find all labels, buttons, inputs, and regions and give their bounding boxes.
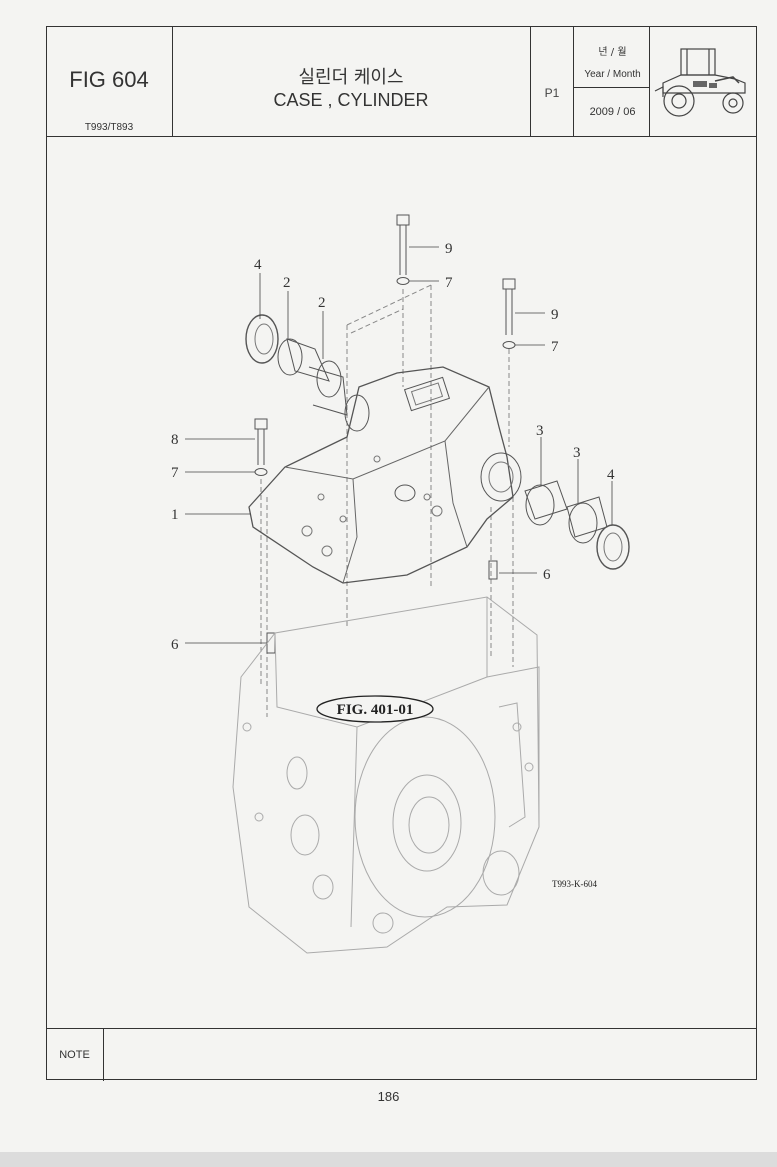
callout-label: 4 (607, 467, 615, 483)
tractor-icon (654, 48, 746, 117)
issue-date: 2009 / 06 (589, 106, 636, 118)
cylinder-case-drawing (232, 214, 630, 954)
callout-label: 6 (543, 567, 551, 583)
figure-number: FIG 604 (69, 67, 149, 92)
title-korean: 실린더 케이스 (298, 67, 404, 88)
title-english: CASE , CYLINDER (273, 90, 429, 110)
divider (573, 27, 574, 136)
note-label: NOTE (59, 1049, 90, 1061)
divider (649, 27, 650, 136)
model-number: T993/T893 (84, 122, 134, 133)
exploded-parts-diagram: 9 7 9 7 4 2 2 8 7 1 3 3 4 6 6 FIG. 401-0… (171, 214, 630, 954)
divider (103, 1029, 104, 1081)
drawing-code: T993-K-604 (552, 879, 597, 889)
reference-label-border (316, 695, 434, 723)
callout-label: 9 (551, 307, 559, 323)
page-code: P1 (544, 86, 560, 100)
figure-reference-label: FIG. 401-01 (337, 702, 414, 718)
callout-label: 8 (171, 432, 179, 448)
divider (530, 27, 531, 136)
divider (574, 87, 650, 88)
leader-lines (185, 246, 613, 644)
divider (172, 27, 173, 136)
callout-label: 7 (445, 275, 453, 291)
callout-label: 4 (254, 257, 262, 273)
callout-label: 9 (445, 241, 453, 257)
callout-label: 3 (573, 445, 581, 461)
callout-label: 3 (536, 423, 544, 439)
callout-label: 6 (171, 637, 179, 653)
note-section: NOTE (47, 1028, 756, 1081)
callout-label: 2 (283, 275, 291, 291)
year-month-label: Year / Month (584, 69, 641, 80)
callout-label: 2 (318, 295, 326, 311)
year-month-label-korean: 년 / 월 (598, 47, 627, 58)
page-frame: FIG 604 T993/T893 실린더 케이스 CASE , CYLINDE… (46, 26, 757, 1081)
callout-label: 1 (171, 507, 179, 523)
callout-label: 7 (171, 465, 179, 481)
scan-edge (0, 1152, 777, 1167)
title-block: FIG 604 T993/T893 실린더 케이스 CASE , CYLINDE… (47, 27, 756, 137)
callout-label: 7 (551, 339, 559, 355)
page-number: 186 (377, 1089, 400, 1104)
